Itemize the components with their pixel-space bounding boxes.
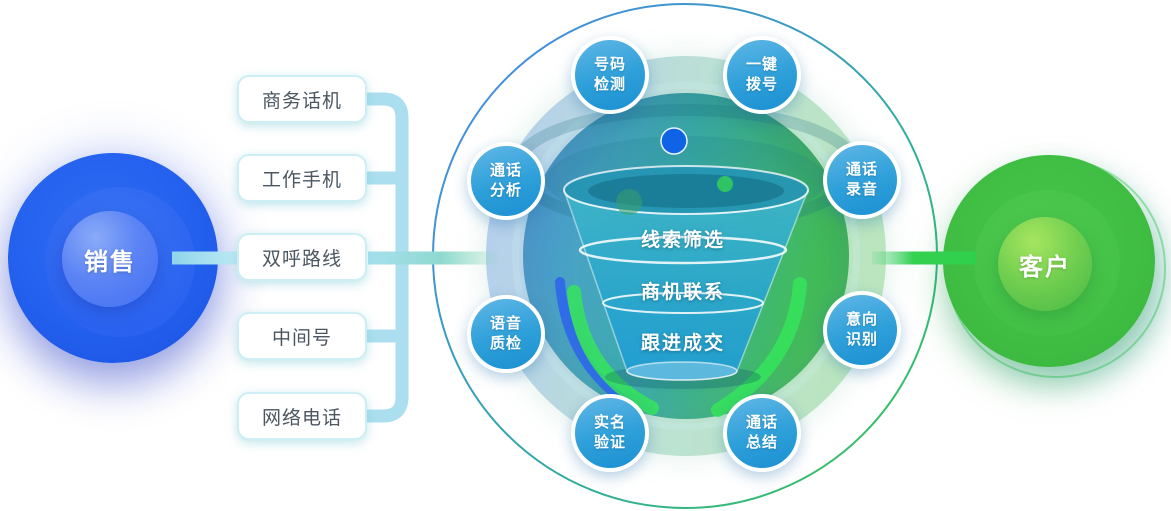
- crescent-green-right: [711, 277, 807, 417]
- badge-label-line: 识别: [845, 331, 878, 348]
- badge-voice-quality-check: 语音 质检: [467, 295, 545, 373]
- badge-real-name-verification: 实名 验证: [571, 394, 649, 472]
- badge-label-line: 实名: [593, 414, 626, 431]
- dot-blue: [660, 127, 688, 155]
- dot-green: [717, 176, 733, 192]
- channel-box-work-mobile: 工作手机: [237, 154, 367, 202]
- badge-label-line: 分析: [489, 182, 522, 199]
- badge-label-line: 总结: [745, 434, 778, 451]
- channel-box-dual-call-route: 双呼路线: [237, 233, 367, 281]
- badge-call-summary: 通话 总结: [723, 394, 801, 472]
- badge-label-line: 验证: [593, 434, 626, 451]
- funnel-divider-2: [602, 292, 764, 314]
- badge-label-line: 通话: [845, 161, 878, 178]
- badge-label-line: 录音: [845, 181, 878, 198]
- funnel-bottom-rim: [626, 361, 738, 381]
- badge-label-line: 一键: [745, 56, 778, 73]
- badge-one-click-dial: 一键 拨号: [723, 36, 801, 114]
- badge-label-line: 质检: [489, 335, 522, 352]
- funnel-stage-lead-screening: 线索筛选: [640, 230, 725, 251]
- badge-label-line: 语音: [489, 315, 522, 332]
- badge-label-line: 检测: [593, 76, 626, 93]
- funnel-divider-1: [578, 235, 788, 265]
- customer-node-core: [998, 217, 1092, 311]
- sales-node-core: [62, 211, 158, 307]
- badge-label-line: 号码: [593, 56, 626, 73]
- badge-call-analysis: 通话 分析: [467, 142, 545, 220]
- dot-green-dim: [616, 189, 642, 215]
- center-disc-rim: [512, 82, 860, 430]
- badge-label-line: 意向: [845, 311, 878, 328]
- funnel-stage-follow-up-close: 跟进成交: [640, 333, 725, 354]
- badge-label-line: 通话: [489, 162, 522, 179]
- crescent-blue-left: [555, 277, 631, 407]
- customer-node-label: 客户: [1019, 253, 1071, 281]
- channel-box-middle-number: 中间号: [237, 312, 367, 360]
- channel-box-network-phone: 网络电话: [237, 392, 367, 440]
- badge-label-line: 通话: [745, 414, 778, 431]
- badge-label-line: 拨号: [745, 76, 778, 93]
- channel-box-business-phone: 商务话机: [237, 75, 367, 123]
- badge-intent-recognition: 意向 识别: [823, 291, 901, 369]
- badge-number-detection: 号码 检测: [571, 36, 649, 114]
- sales-node-label: 销售: [84, 248, 136, 276]
- funnel-top-rim: [563, 165, 809, 215]
- badge-call-recording: 通话 录音: [823, 141, 901, 219]
- crescent-green-left: [567, 285, 659, 415]
- funnel-stage-opportunity-contact: 商机联系: [640, 282, 725, 303]
